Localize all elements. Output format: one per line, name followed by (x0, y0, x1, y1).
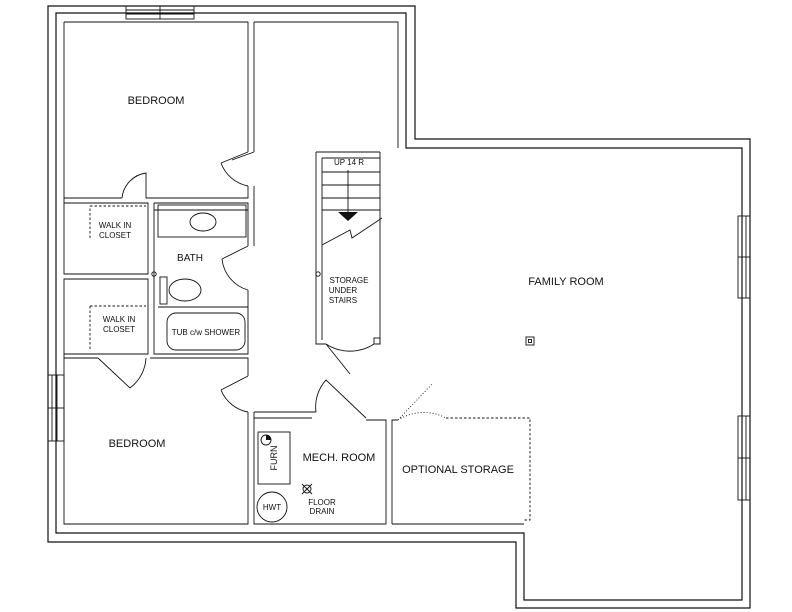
stair-break-line (321, 217, 383, 246)
bedroom-bottom-walls (63, 354, 249, 525)
label-hwt: HWT (263, 503, 281, 512)
optional-storage-door (397, 383, 447, 421)
door-bedroom-top (220, 151, 249, 187)
label-floor-drain-line2: DRAIN (310, 507, 335, 516)
label-furnace: FURN (269, 446, 279, 471)
label-closet-bottom-line1: WALK IN (103, 315, 136, 324)
label-bedroom-bottom: BEDROOM (109, 438, 166, 450)
door-mech-room (315, 379, 367, 419)
window-right-bottom (737, 415, 751, 501)
label-tub: TUB c/w SHOWER (172, 328, 241, 337)
label-mech-room: MECH. ROOM (303, 452, 376, 464)
label-bedroom-top: BEDROOM (128, 95, 185, 107)
stair-arrow-icon (338, 212, 358, 221)
label-stairs-up: UP 14 R (334, 158, 364, 167)
mech-room-walls (253, 411, 387, 525)
label-storage-line3: STAIRS (329, 296, 357, 305)
column-icon (525, 336, 535, 346)
floor-drain-icon (301, 483, 313, 495)
optional-storage-walls (391, 419, 524, 525)
door-bath (221, 245, 249, 291)
optional-storage-dashed (446, 417, 531, 521)
closet-bottom-shelf (89, 305, 146, 350)
door-bedroom-top-b (231, 151, 255, 161)
bedroom-top-walls (63, 21, 249, 203)
tub-icon (166, 312, 246, 351)
sink-icon (189, 212, 217, 232)
label-optional-storage: OPTIONAL STORAGE (402, 464, 514, 476)
furnace-icon (257, 431, 291, 485)
label-bath: BATH (177, 253, 203, 264)
window-right-top (737, 215, 751, 299)
exterior-wall-inner (55, 12, 743, 601)
stair-treads (322, 171, 380, 211)
hwt-icon (256, 491, 288, 523)
label-storage-line2: UNDER (329, 286, 358, 295)
label-family-room: FAMILY ROOM (528, 276, 603, 288)
label-closet-bottom-line2: CLOSET (103, 325, 135, 334)
interior-wall-hall-top (253, 21, 399, 246)
bath-walls (153, 202, 249, 355)
closet-top-shelf (89, 205, 146, 238)
door-bedroom-bottom (220, 375, 249, 413)
toilet-tank-icon (159, 276, 168, 305)
vanity (157, 204, 247, 238)
label-closet-top-line2: CLOSET (99, 231, 131, 240)
label-closet-top-line1: WALK IN (99, 221, 132, 230)
window-top (125, 5, 195, 20)
toilet-bowl-icon (168, 278, 202, 302)
exterior-wall-outer (47, 5, 751, 609)
door-closet-bottom (97, 357, 147, 389)
door-stair-storage (325, 343, 375, 375)
door-closet-top (121, 172, 147, 199)
label-floor-drain-line1: FLOOR (308, 498, 336, 507)
label-storage-line1: STORAGE (330, 276, 369, 285)
closet-top-walls (63, 202, 149, 355)
